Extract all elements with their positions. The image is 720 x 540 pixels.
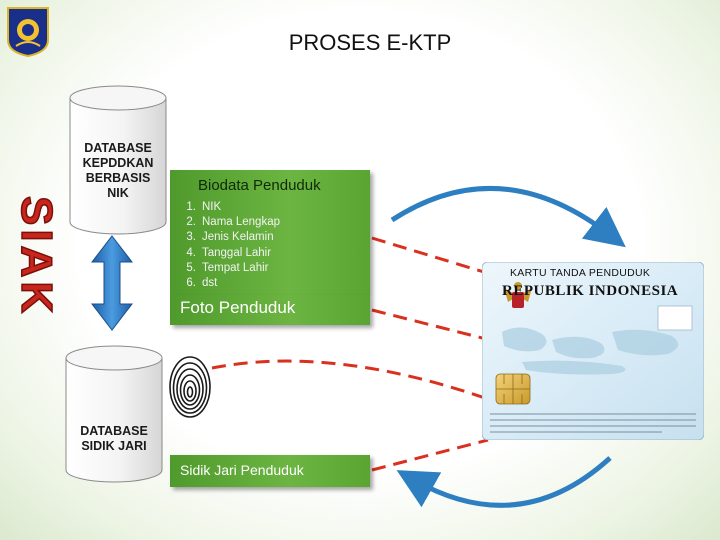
ktp-card-image	[482, 262, 704, 440]
sidik-jari-panel	[170, 455, 370, 487]
emblem-logo	[7, 7, 49, 58]
siak-text: SIAK	[12, 196, 60, 317]
database-bottom-label: DATABASE SIDIK JARI	[80, 424, 148, 453]
foto-panel	[170, 295, 370, 325]
garuda-emblem	[504, 282, 532, 308]
biodata-panel	[170, 170, 370, 295]
ktp-title: KARTU TANDA PENDUDUK	[510, 267, 651, 279]
list-item: 6.dst	[186, 277, 218, 290]
siak-vertical-label: SIAK	[11, 195, 60, 318]
curved-arrow-bottom	[396, 456, 612, 508]
foto-label: Foto Penduduk	[180, 298, 296, 317]
dashed-connector-sidik	[371, 438, 489, 472]
curved-arrow-top	[390, 185, 626, 248]
ktp-subtitle: REPUBLIK INDONESIA	[502, 283, 679, 299]
double-arrow-vertical	[90, 235, 134, 331]
page-title: PROSES E-KTP	[288, 30, 452, 55]
list-item: 5.Tempat Lahir	[186, 261, 269, 274]
list-item: 4.Tanggal Lahir	[186, 246, 272, 259]
fingerprint-image	[168, 353, 212, 418]
list-item: 2.Nama Lengkap	[186, 216, 280, 229]
dashed-connector-biodata	[371, 236, 485, 274]
biodata-title: Biodata Penduduk	[198, 177, 321, 194]
dashed-connector-fingerprint	[211, 359, 486, 400]
database-bottom-cylinder	[65, 345, 163, 483]
database-top-label: DATABASE KEPDDKAN BERBASIS NIK	[82, 141, 154, 200]
database-top-cylinder	[69, 85, 167, 235]
list-item: 3.Jenis Kelamin	[186, 231, 274, 244]
dashed-connector-foto	[371, 308, 491, 342]
list-item: 1.NIK	[186, 201, 222, 213]
sidik-jari-label: Sidik Jari Penduduk	[180, 462, 304, 478]
biodata-list: 1.NIK 2.Nama Lengkap 3.Jenis Kelamin 4.T…	[172, 200, 280, 291]
